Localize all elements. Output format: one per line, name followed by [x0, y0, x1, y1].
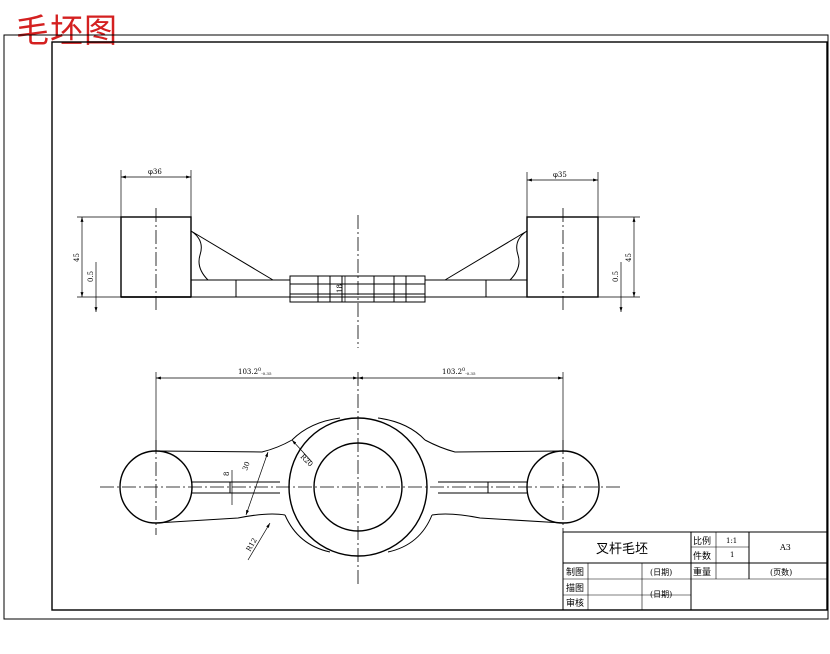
drawn-label: 制图 [566, 566, 584, 578]
dim-offset-left: 0.5 [87, 271, 95, 282]
dim-length-left: 103.20-0.35 [238, 367, 272, 376]
dim-dia-left: φ36 [148, 168, 162, 176]
inner-border [51, 41, 828, 611]
qty-value: 1 [730, 551, 734, 559]
scale-label: 比例 [693, 535, 711, 547]
dim-length-right: 103.20-0.35 [442, 367, 476, 376]
part-name: 叉杆毛坯 [596, 542, 648, 557]
dim-slot: 8 [223, 472, 231, 476]
dim-radius-top: R20 [299, 453, 315, 469]
qty-label: 件数 [693, 550, 711, 562]
traced-label: 描图 [566, 582, 584, 594]
page-label: (页数) [770, 567, 792, 577]
sheet-size: A3 [779, 543, 791, 552]
dim-height-right: 45 [625, 253, 633, 262]
dim-height-left: 45 [73, 253, 81, 262]
dim-offset-right: 0.5 [612, 271, 620, 282]
outer-border [3, 34, 829, 620]
title-block: 叉杆毛坯 比例 1:1 件数 1 A3 制图 (日期) 重量 (页数) 描图 (… [562, 531, 828, 611]
front-view: φ36 φ35 45 0.5 45 0.5 18 [73, 168, 640, 348]
dim-neck: 30 [241, 461, 251, 472]
weight-label: 重量 [693, 566, 711, 578]
checked-label: 审核 [566, 597, 584, 609]
date-label-1: (日期) [650, 568, 672, 577]
dim-web-thickness: 18 [336, 284, 344, 293]
plan-view: 103.20-0.35 103.20-0.35 8 30 R20 R12 [100, 367, 620, 586]
scale-value: 1:1 [726, 537, 737, 545]
date-label-2: (日期) [650, 590, 672, 599]
dim-dia-right: φ35 [553, 171, 567, 179]
